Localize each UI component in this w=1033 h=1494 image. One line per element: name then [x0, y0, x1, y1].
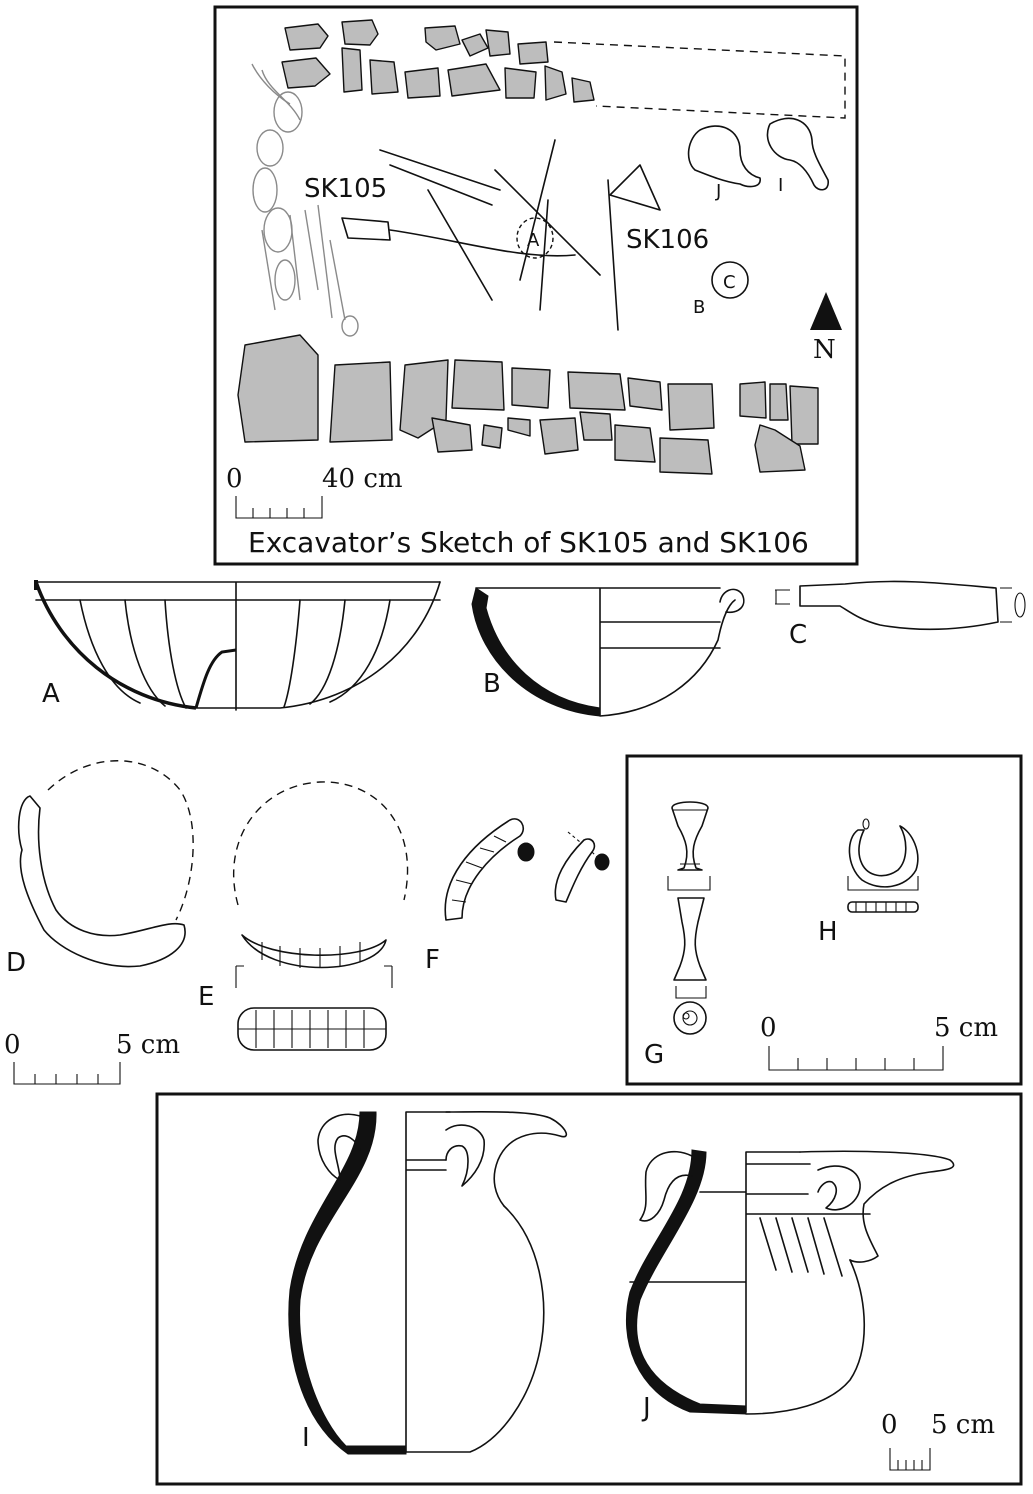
find-c-label: C — [789, 620, 807, 650]
beads-scale-end: 5 cm — [116, 1030, 180, 1060]
find-a-label: A — [42, 679, 60, 709]
sketch-caption: Excavator’s Sketch of SK105 and SK106 — [248, 526, 809, 559]
find-e-beads: E — [198, 781, 409, 1051]
find-a-ribbed-bowl: A — [34, 580, 441, 711]
find-i-jug: I — [288, 1110, 568, 1455]
find-c-object: C — [775, 580, 1026, 650]
metal-scale-end: 5 cm — [934, 1013, 998, 1043]
find-b-marker-label: B — [693, 297, 705, 318]
unexcavated-wall-outline — [553, 41, 846, 119]
find-d-beads: D — [6, 760, 194, 978]
find-j-marker-label: J — [715, 181, 721, 202]
sk106-label: SK106 — [626, 225, 709, 255]
find-d-label: D — [6, 948, 26, 978]
sketch-scale-start: 0 — [226, 464, 243, 494]
find-g-label: G — [644, 1040, 664, 1070]
north-arrow: N — [810, 292, 842, 365]
find-e-label: E — [198, 982, 214, 1012]
find-h-ring: H — [818, 818, 919, 947]
jugs-scale-start: 0 — [881, 1410, 898, 1440]
south-wall-stones — [237, 334, 819, 475]
find-a-marker-label: A — [527, 230, 540, 251]
find-i-marker — [766, 117, 829, 191]
sketch-scale-bar: 0 40 cm — [226, 464, 403, 519]
excavator-sketch-panel: A C B J I SK105 SK106 N — [213, 5, 859, 566]
sketch-scale-end: 40 cm — [322, 464, 403, 494]
find-b-bowl: B — [471, 587, 745, 717]
find-markers: A C B J I — [516, 117, 829, 318]
find-i-label: I — [302, 1423, 310, 1453]
find-a-marker — [516, 217, 554, 259]
find-b-label: B — [483, 669, 501, 699]
find-j-jug: J — [626, 1149, 955, 1423]
sk105-label: SK105 — [304, 174, 387, 204]
skeleton-sketch — [251, 63, 359, 337]
jugs-scale-end: 5 cm — [931, 1410, 995, 1440]
find-g-object: G — [644, 801, 711, 1070]
north-label: N — [813, 335, 836, 365]
metal-objects-panel: G H 0 5 cm — [625, 754, 1023, 1086]
find-j-marker — [687, 125, 761, 188]
find-f-label: F — [425, 945, 440, 975]
find-h-label: H — [818, 917, 838, 947]
bone-lines — [341, 139, 661, 331]
north-arrow-icon — [810, 292, 842, 330]
metal-scale-start: 0 — [760, 1013, 777, 1043]
find-f-beads: F — [425, 818, 610, 975]
north-wall-stones — [281, 19, 595, 103]
find-c-marker-label: C — [723, 272, 736, 293]
beads-scale-start: 0 — [4, 1030, 21, 1060]
beads-scale-bar: 0 5 cm — [4, 1030, 180, 1085]
find-c-marker — [711, 261, 749, 299]
jugs-panel: I J 0 5 cm — [155, 1092, 1023, 1486]
find-j-label: J — [641, 1393, 651, 1423]
jugs-scale-bar: 0 5 cm — [881, 1410, 995, 1471]
metal-scale-bar: 0 5 cm — [760, 1013, 998, 1071]
find-i-marker-label: I — [778, 175, 783, 196]
